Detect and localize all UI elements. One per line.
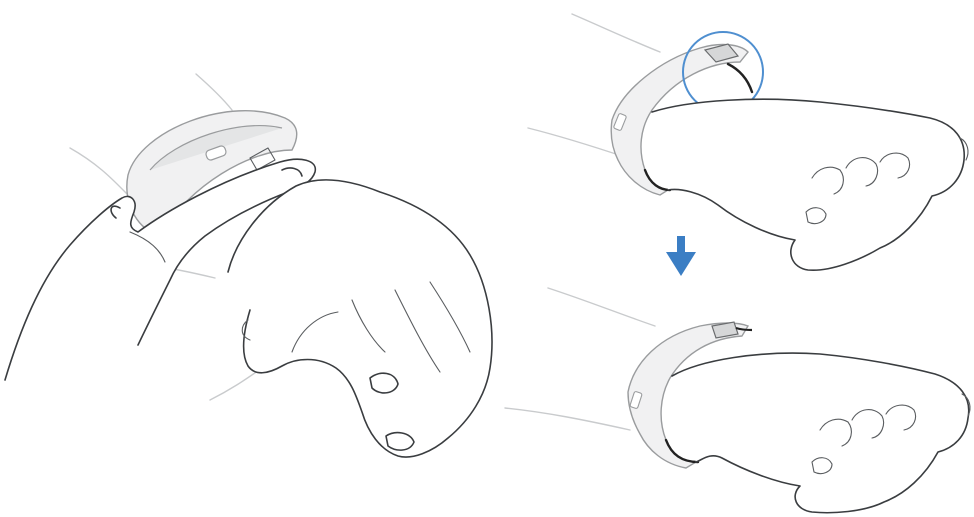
finger-nail-bottom [385,431,415,451]
clasp-open [703,43,740,63]
clasp-closed [711,321,739,339]
knuckle-bottom [961,393,971,417]
thumb-nail-top [805,207,827,225]
band-bottom-dark-edge [664,438,700,464]
down-arrow-icon [666,236,696,276]
clasp-strap-end-closed [735,326,753,332]
band-top [610,43,749,196]
thumb-nail-right [369,372,399,394]
hand-top [651,98,965,271]
helper-hand [4,158,316,381]
forearm-line-rb1 [547,287,656,327]
knuckle-line-3 [394,289,441,373]
band-clasp-left [249,147,276,171]
forearm-line-rb2 [504,407,631,431]
finger-bottom-3 [885,404,917,431]
finger-top-3 [879,152,911,179]
panel-right-bottom [504,287,971,514]
band-button-icon [205,145,227,161]
thumb-nail-bottom [811,457,833,475]
panel-left [4,73,493,458]
knuckle-top [959,137,969,161]
forearm-line-top [69,147,129,196]
knuckle-line-2 [351,299,386,353]
forearm-line-rt1 [571,13,661,53]
helper-thumb-nail [110,205,121,219]
knuckle-line-4 [429,281,471,353]
forearm-line-low [209,367,263,401]
forearm-line-top2 [195,73,233,111]
band-top-loop [613,113,627,131]
finger-top-1 [811,166,844,195]
finger-top-2 [845,157,879,187]
finger-bottom-1 [819,418,852,447]
hand-bottom [671,352,970,514]
helper-crease [129,231,166,263]
panel-right-top [527,13,969,271]
band-bottom-loop [629,391,643,409]
band-bottom [627,322,750,469]
finger-bottom-2 [851,409,885,439]
wrist-bone [241,319,251,341]
helper-finger-nail [281,167,303,177]
clasp-strap-end [726,62,754,94]
knuckle-line-1 [291,311,339,353]
